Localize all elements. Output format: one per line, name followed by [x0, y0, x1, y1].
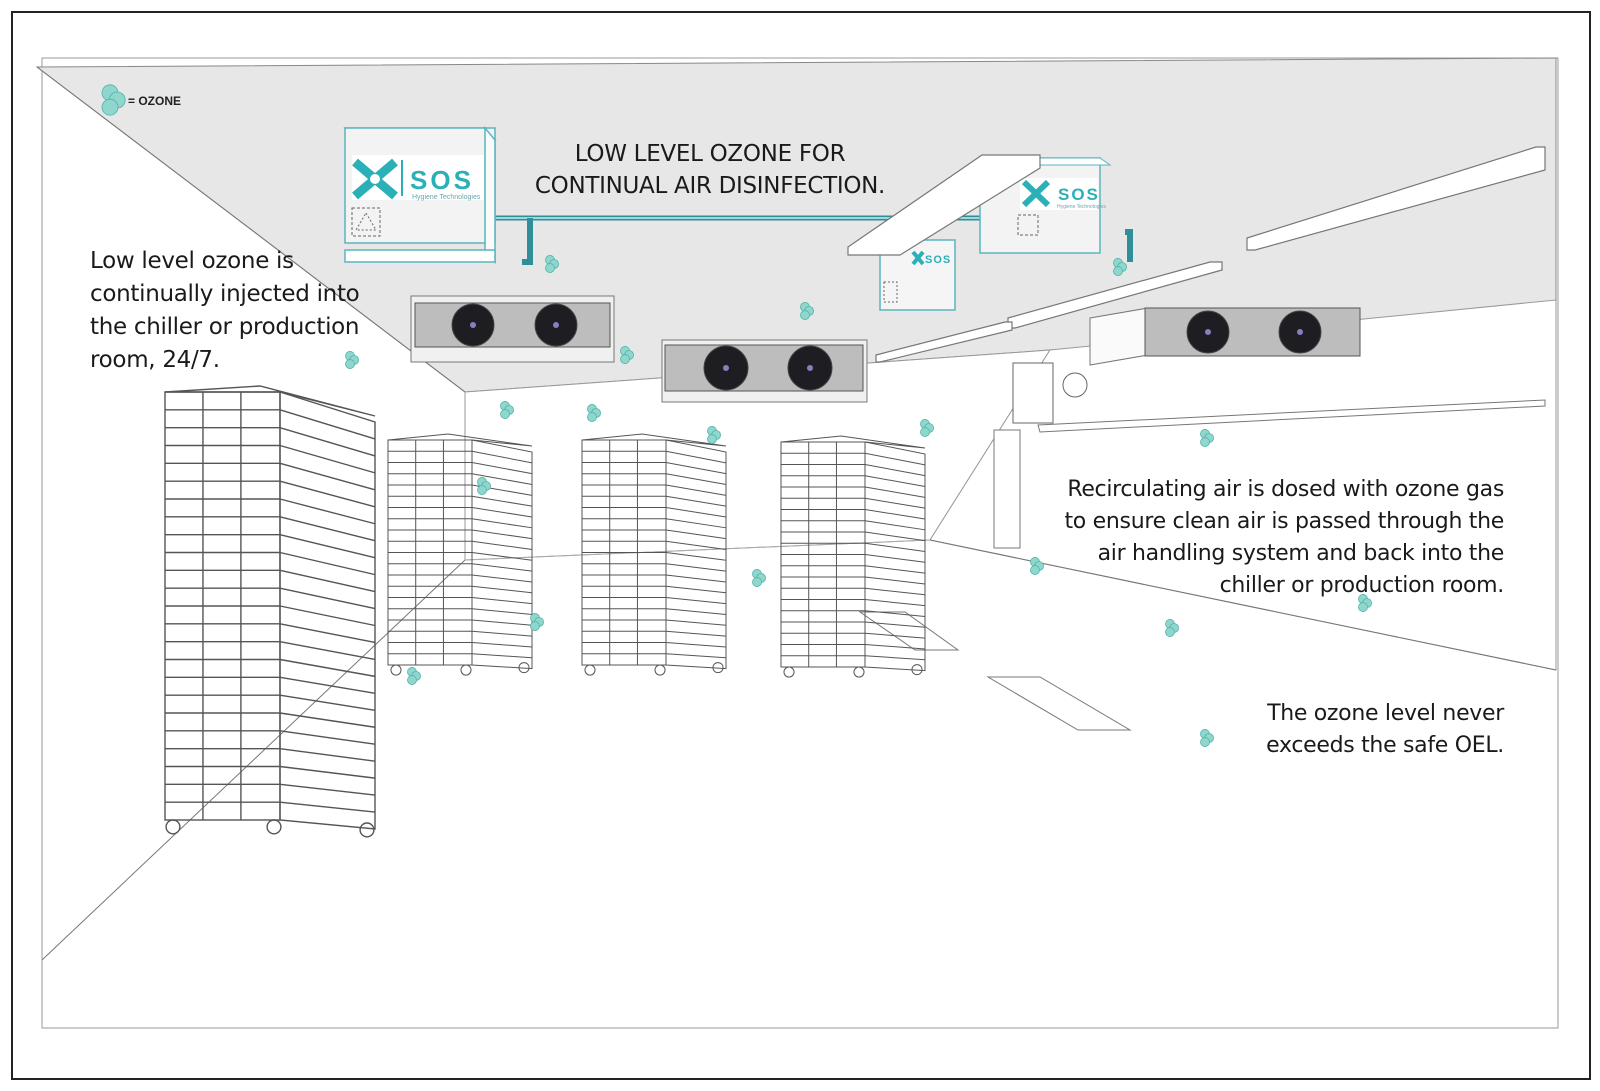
floor-left-edge: [41, 559, 466, 961]
annotation-line: Low level ozone is: [90, 248, 294, 274]
door-frame: [993, 429, 1021, 549]
annotation-line: continually injected into: [90, 281, 360, 307]
annotation-line: to ensure clean air is passed through th…: [1064, 509, 1504, 534]
annotation-line: room, 24/7.: [90, 347, 220, 373]
annotation-line: Recirculating air is dosed with ozone ga…: [1067, 477, 1504, 502]
left-annotation: Low level ozone is continually injected …: [90, 245, 410, 377]
ozone-molecule-icon: [1200, 729, 1214, 747]
duct-outlet-left: [522, 218, 533, 265]
warning-label-icon: [883, 281, 898, 303]
ozone-molecule-icon: [707, 426, 721, 444]
right-annotation: Recirculating air is dosed with ozone ga…: [1000, 474, 1504, 602]
wall-rail: [1037, 399, 1546, 433]
unit-brand: SOS: [925, 254, 951, 266]
ozone-molecule-icon: [1030, 557, 1044, 575]
oel-annotation: The ozone level never exceeds the safe O…: [1200, 698, 1504, 762]
headline-line: LOW LEVEL OZONE FOR: [574, 141, 846, 167]
ozone-molecule-icon: [345, 351, 359, 369]
trolley-rack: [581, 433, 727, 676]
evaporator-unit-1: [410, 295, 615, 363]
ozone-molecule-icon: [1165, 619, 1179, 637]
evaporator-unit-2: [661, 339, 868, 403]
ozone-molecule-icon: [1200, 429, 1214, 447]
ozone-molecule-icon: [500, 401, 514, 419]
headline: LOW LEVEL OZONE FOR CONTINUAL AIR DISINF…: [480, 138, 940, 202]
wall-box: [1012, 362, 1054, 424]
duct-outlet-right: [1125, 229, 1133, 262]
ozone-molecule-icon: [530, 613, 544, 631]
trolley-rack: [780, 435, 926, 678]
floor-drain: [986, 676, 1132, 731]
ozone-molecule-icon: [407, 667, 421, 685]
ozone-molecule-icon: [1358, 594, 1372, 612]
light-fixture: [847, 146, 1546, 363]
ozone-molecule-icon: [920, 419, 934, 437]
inner-frame: [41, 57, 1559, 1029]
ozone-molecule-icon: [752, 569, 766, 587]
evaporator-unit-3: [1089, 307, 1361, 366]
sos-unit-large: SOS Hygiene Technologies: [343, 125, 497, 265]
ozone-molecule-icon: [101, 84, 126, 116]
trolley-rack: [164, 385, 376, 838]
annotation-line: the chiller or production: [90, 314, 360, 340]
floor-drain: [858, 611, 960, 651]
ozone-molecule-icon: [1113, 258, 1127, 276]
annotation-line: exceeds the safe OEL.: [1266, 733, 1504, 758]
trolley-rack: [387, 433, 533, 676]
left-wall-edge: [36, 66, 466, 393]
unit-brand: SOS: [1058, 185, 1100, 204]
sos-logo-icon: [352, 158, 403, 200]
annotation-line: air handling system and back into the: [1097, 541, 1505, 566]
ozone-molecule-icon: [620, 346, 634, 364]
ozone-molecule-icon: [800, 302, 814, 320]
ozone-molecule-icon: [477, 477, 491, 495]
unit-subtitle: Hygiene Technologies: [1057, 204, 1106, 210]
ozone-molecule-icon: [587, 404, 601, 422]
unit-brand: SOS: [410, 165, 474, 195]
warning-label-icon: [351, 207, 381, 237]
headline-line: CONTINUAL AIR DISINFECTION.: [534, 173, 886, 199]
warning-label-icon: [1017, 214, 1039, 236]
legend-label: = OZONE: [128, 94, 182, 108]
ozone-molecule-icon: [545, 255, 559, 273]
annotation-line: The ozone level never: [1267, 701, 1504, 726]
unit-subtitle: Hygiene Technologies: [412, 194, 481, 201]
annotation-line: chiller or production room.: [1219, 573, 1505, 598]
outer-frame: [11, 11, 1591, 1080]
hose-reel: [1062, 372, 1088, 398]
